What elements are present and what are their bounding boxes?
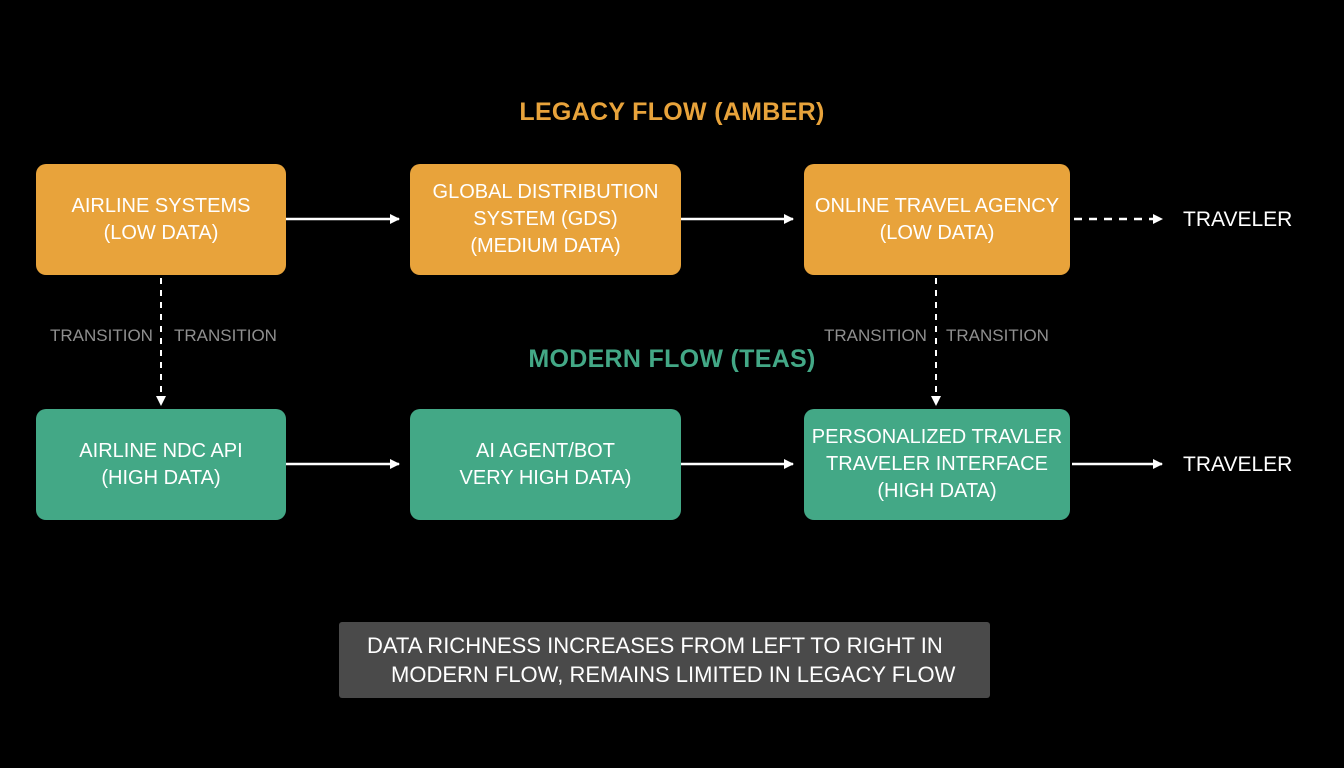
box-line: (HIGH DATA) <box>101 466 221 489</box>
transition-label-left-b: TRANSITION <box>174 326 277 345</box>
box-line: AI AGENT/BOT <box>476 439 615 462</box>
airline-ndc-api-box: AIRLINE NDC API (HIGH DATA) <box>36 409 286 520</box>
box-line: (LOW DATA) <box>879 221 995 244</box>
box-line: GLOBAL DISTRIBUTION <box>432 181 659 203</box>
personalized-traveler-interface-box: PERSONALIZED TRAVLER TRAVELER INTERFACE … <box>804 409 1070 520</box>
transition-label-right-b: TRANSITION <box>946 326 1049 345</box>
box-line: (LOW DATA) <box>103 221 219 244</box>
legacy-traveler-label: TRAVELER <box>1183 208 1293 231</box>
note-line: DATA RICHNESS INCREASES FROM LEFT TO RIG… <box>367 633 943 658</box>
transition-label-left-a: TRANSITION <box>50 326 153 345</box>
box-line: PERSONALIZED TRAVLER <box>811 426 1063 448</box>
ai-agent-bot-box: AI AGENT/BOT VERY HIGH DATA) <box>410 409 681 520</box>
modern-flow-title: MODERN FLOW (TEAS) <box>528 345 816 373</box>
box-line: AIRLINE NDC API <box>79 439 243 462</box>
legacy-flow-title: LEGACY FLOW (AMBER) <box>519 98 825 126</box>
box-line: ONLINE TRAVEL AGENCY <box>814 194 1060 217</box>
box-line: VERY HIGH DATA) <box>459 466 632 489</box>
airline-systems-box: AIRLINE SYSTEMS (LOW DATA) <box>36 164 286 275</box>
online-travel-agency-box: ONLINE TRAVEL AGENCY (LOW DATA) <box>804 164 1070 275</box>
note-line: MODERN FLOW, REMAINS LIMITED IN LEGACY F… <box>391 662 956 687</box>
box-line: TRAVELER INTERFACE <box>826 453 1048 475</box>
box-line: (HIGH DATA) <box>877 480 997 502</box>
transition-label-right-a: TRANSITION <box>824 326 927 345</box>
box-line: SYSTEM (GDS) <box>473 208 618 230</box>
gds-box: GLOBAL DISTRIBUTION SYSTEM (GDS) (MEDIUM… <box>410 164 681 275</box>
box-line: AIRLINE SYSTEMS <box>71 194 251 217</box>
box-line: (MEDIUM DATA) <box>470 235 621 257</box>
modern-traveler-label: TRAVELER <box>1183 453 1293 476</box>
data-richness-note: DATA RICHNESS INCREASES FROM LEFT TO RIG… <box>339 622 990 698</box>
